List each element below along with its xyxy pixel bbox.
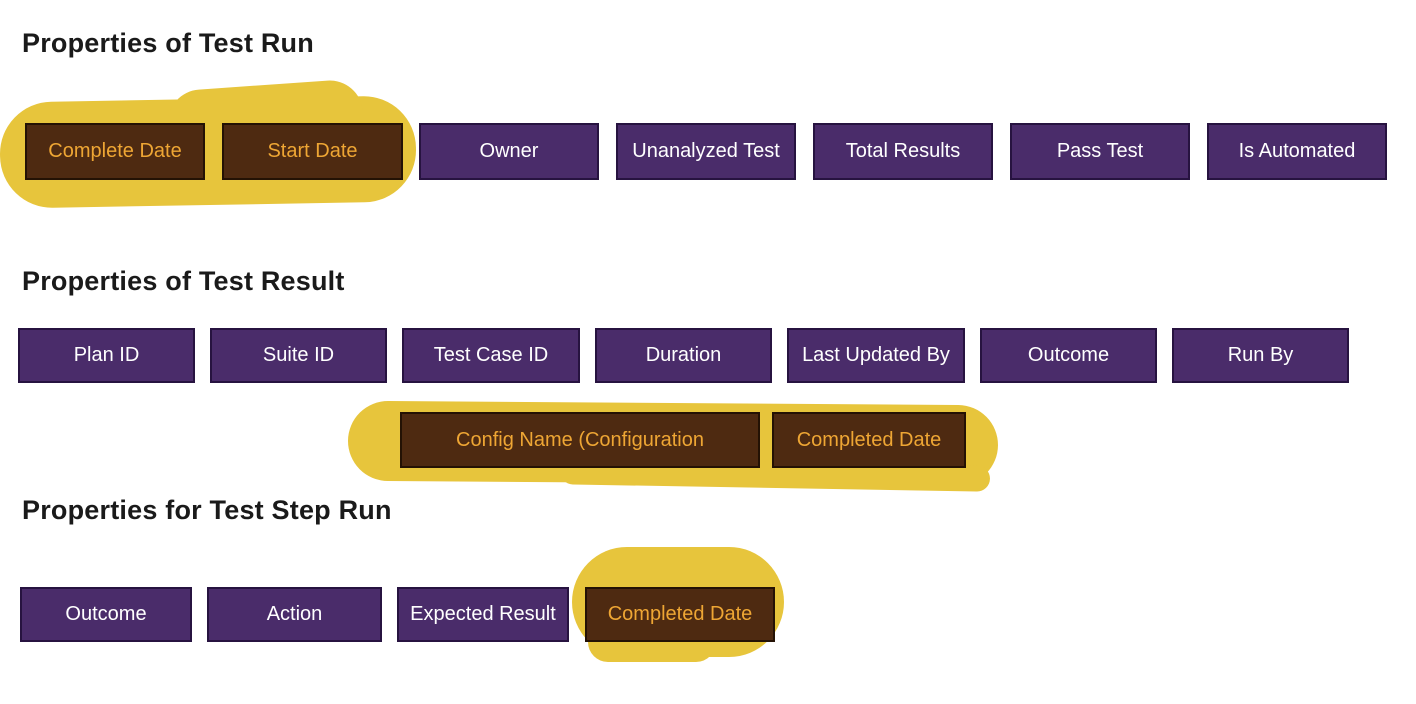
property-box-action: Action (207, 587, 382, 642)
property-box-run-by: Run By (1172, 328, 1349, 383)
property-box-complete-date: Complete Date (25, 123, 205, 180)
property-box-pass-test: Pass Test (1010, 123, 1190, 180)
property-box-suite-id: Suite ID (210, 328, 387, 383)
property-box-outcome-result: Outcome (980, 328, 1157, 383)
property-box-expected-result: Expected Result (397, 587, 569, 642)
test-run-section-title: Properties of Test Run (22, 28, 314, 58)
property-box-last-updated-by: Last Updated By (787, 328, 965, 383)
property-box-duration: Duration (595, 328, 772, 383)
property-box-config-name: Config Name (Configuration (400, 412, 760, 468)
property-box-completed-date-step: Completed Date (585, 587, 775, 642)
property-box-unanalyzed-test: Unanalyzed Test (616, 123, 796, 180)
property-box-total-results: Total Results (813, 123, 993, 180)
property-box-plan-id: Plan ID (18, 328, 195, 383)
test-result-section-title: Properties of Test Result (22, 266, 345, 296)
property-box-outcome-step: Outcome (20, 587, 192, 642)
property-box-test-case-id: Test Case ID (402, 328, 580, 383)
property-box-start-date: Start Date (222, 123, 403, 180)
property-box-completed-date-result: Completed Date (772, 412, 966, 468)
test-step-run-section-title: Properties for Test Step Run (22, 495, 392, 525)
property-box-is-automated: Is Automated (1207, 123, 1387, 180)
property-box-owner: Owner (419, 123, 599, 180)
